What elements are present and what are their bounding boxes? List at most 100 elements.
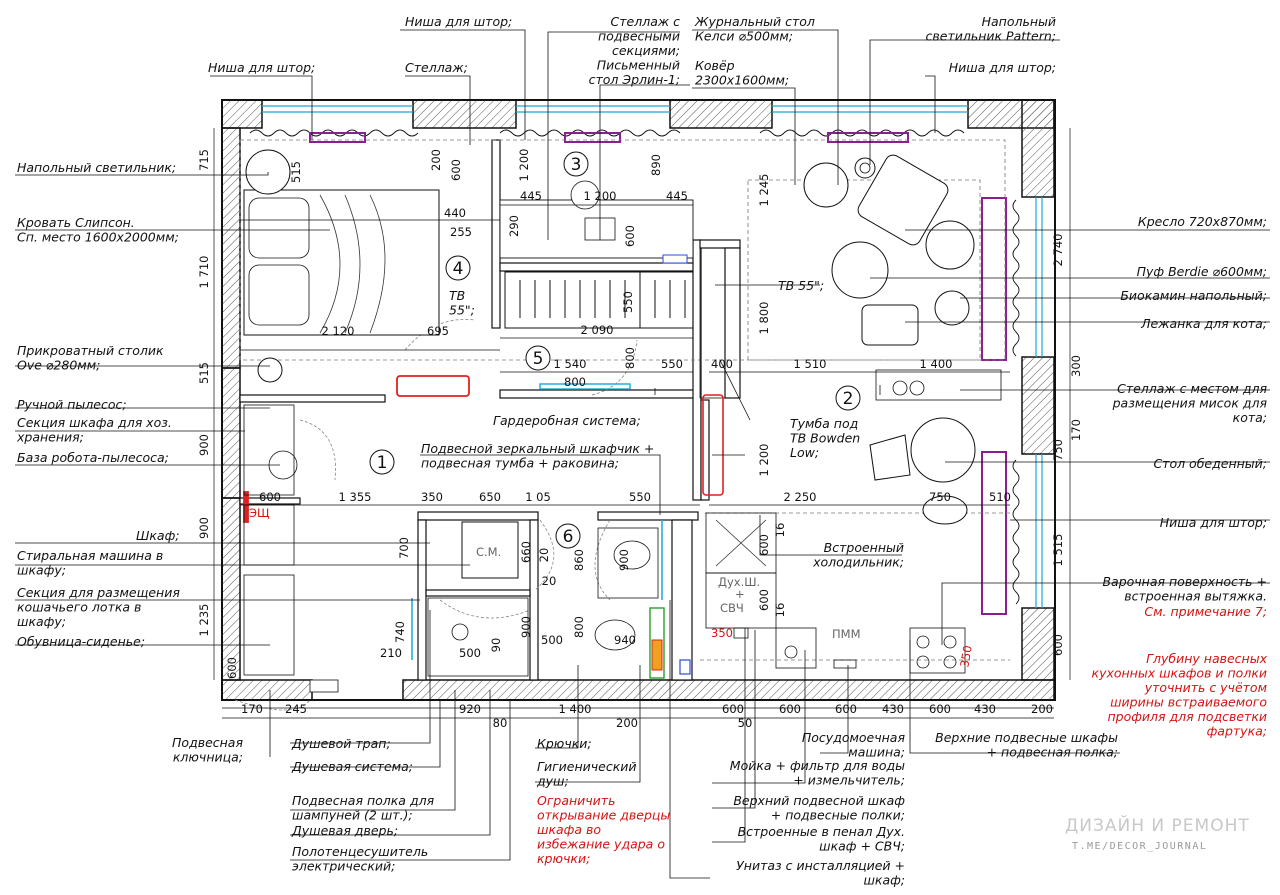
dimension-lines	[213, 128, 1071, 719]
dim-right-1: 170	[1069, 419, 1083, 441]
dim-top-3: 600	[449, 159, 463, 181]
dim-inner-33: 16	[773, 523, 787, 538]
room-number-2: 2	[835, 385, 861, 411]
dim-inner-29: 20	[537, 548, 551, 563]
dim-bottom-11: 430	[974, 702, 996, 716]
dim-bottom-9: 430	[882, 702, 904, 716]
label-hooks: Крючки;	[537, 736, 592, 751]
svg-text:5: 5	[533, 349, 544, 369]
dim-inner-43: 500	[541, 633, 563, 647]
dim-inner-24: 750	[929, 490, 951, 504]
dim-inner-2: 445	[666, 189, 688, 203]
dim-inner-12: 800	[623, 347, 637, 369]
label-sink-filter: Мойка + фильтр для воды+ измельчитель;	[730, 758, 905, 788]
fixture-mark-electric_panel: ЭЩ	[249, 506, 270, 520]
kitchen-fixtures	[705, 512, 966, 674]
bathroom-fixtures	[411, 520, 691, 679]
dim-inner-13: 550	[661, 357, 683, 371]
label-bed: Кровать Слипсон.Сп. место 1600х2000мм;	[17, 215, 179, 245]
label-curtain-niche-4: Ниша для штор;	[1160, 515, 1267, 530]
dim-top-1: 515	[289, 161, 303, 183]
dim-bottom-4: 1 400	[559, 702, 592, 716]
label-hob-hood: Варочная поверхность +встроенная вытяжка…	[1102, 574, 1267, 604]
label-note-7: См. примечание 7;	[1144, 604, 1267, 619]
dim-bottom-8: 600	[835, 702, 857, 716]
dim-inner-44: 940	[614, 633, 636, 647]
dim-top-8: 1 800	[757, 302, 771, 335]
living-furniture	[699, 154, 1002, 525]
dim-inner-23: 2 250	[784, 490, 817, 504]
dim-inner-5: 290	[507, 215, 521, 237]
room-number-5: 5	[525, 345, 551, 371]
bedside-table-drawing	[257, 357, 283, 383]
dim-inner-35: 600	[757, 589, 771, 611]
dim-top-7: 2 740	[1051, 234, 1065, 267]
room-number-4: 4	[445, 255, 471, 281]
dim-inner-39: 500	[459, 646, 481, 660]
dim-inner-26: 600	[259, 490, 281, 504]
dim-top-6: 1 245	[757, 174, 771, 207]
label-biofireplace: Биокамин напольный;	[1120, 288, 1267, 303]
dim-red-0: 350	[711, 626, 733, 640]
dim-inner-16: 1 510	[794, 357, 827, 371]
fixture-mark-dishwasher: ПММ	[832, 627, 861, 641]
label-pouf: Пуф Berdie ⌀600мм;	[1137, 264, 1267, 279]
fixture-mark-plus: +	[735, 587, 745, 601]
dim-top-2: 200	[429, 149, 443, 171]
label-wardrobe-system: Гардеробная система;	[493, 413, 641, 428]
label-tv-living: ТВ 55";	[778, 278, 824, 293]
label-floor-lamp: Напольный светильник;	[17, 160, 176, 175]
dim-inner-21: 1 05	[525, 490, 551, 504]
partitions	[239, 139, 741, 681]
dim-inner-17: 1 400	[920, 357, 953, 371]
dim-bottom-0: 170	[241, 702, 263, 716]
dim-inner-28: 660	[519, 541, 533, 563]
dim-inner-18: 1 355	[339, 490, 372, 504]
dim-bottom-3: 80	[493, 716, 508, 730]
dim-bottom-5: 200	[616, 716, 638, 730]
dim-inner-6: 600	[623, 225, 637, 247]
dim-bottom-1: 245	[285, 702, 307, 716]
fixture-mark-microwave: СВЧ	[720, 601, 744, 615]
label-upper-cabinet: Верхний подвесной шкаф+ подвесные полки;	[733, 793, 905, 823]
room-number-3: 3	[563, 151, 589, 177]
label-hand-vacuum: Ручной пылесос;	[17, 397, 127, 412]
label-wardrobe-hall: Шкаф;	[136, 528, 179, 543]
dim-inner-10: 695	[427, 324, 449, 338]
dim-inner-31: 860	[572, 549, 586, 571]
dim-inner-27: 700	[397, 537, 411, 559]
label-shower-door: Душевая дверь;	[291, 823, 398, 838]
dim-inner-9: 2 120	[322, 324, 355, 338]
svg-text:4: 4	[453, 259, 464, 279]
dim-inner-3: 440	[444, 206, 466, 220]
dim-bottom-2: 920	[459, 702, 481, 716]
wardrobe-hangers	[504, 271, 694, 329]
labels-layer: Ниша для штор;Ниша для штор;Стеллаж;Стел…	[16, 14, 1268, 888]
dim-bottom-13: 50	[738, 716, 753, 730]
dim-inner-4: 255	[450, 225, 472, 239]
dim-bottom-6: 600	[722, 702, 744, 716]
dim-left-2: 900	[197, 434, 211, 456]
dim-inner-34: 600	[757, 534, 771, 556]
dim-inner-15: 400	[711, 357, 733, 371]
dim-inner-41: 900	[519, 616, 533, 638]
dim-inner-22: 550	[629, 490, 651, 504]
exterior-walls	[221, 99, 1056, 701]
dim-inner-8: 2 090	[581, 323, 614, 337]
label-toilet: Унитаз с инсталляцией +шкаф;	[736, 858, 905, 888]
leader-lines	[15, 29, 1270, 879]
watermark-handle: T.ME/DECOR_JOURNAL	[1072, 841, 1207, 852]
svg-text:1: 1	[377, 453, 388, 473]
dim-left-3: 900	[197, 517, 211, 539]
dim-inner-1: 1 200	[584, 189, 617, 203]
